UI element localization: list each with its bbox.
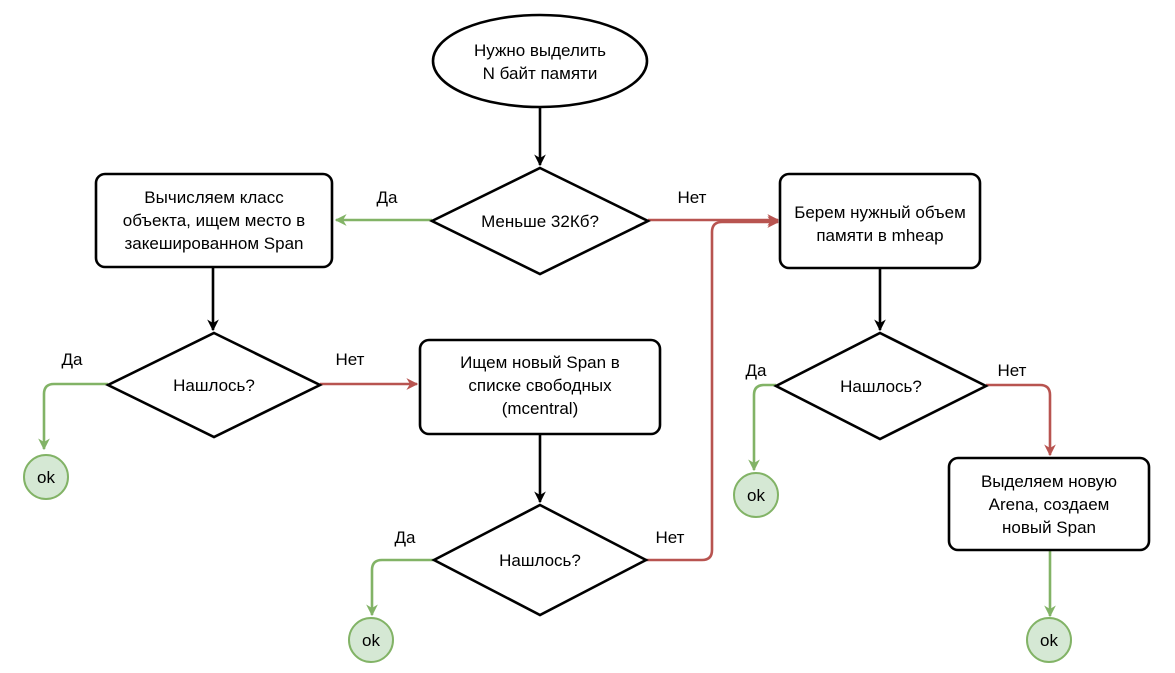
node-ok-3: ok (733, 472, 779, 518)
label-found2-yes: Да (395, 528, 417, 547)
node-ok-2: ok (348, 617, 394, 663)
node-start-line-2: N байт памяти (483, 64, 598, 83)
node-ok-4-text: ok (1040, 631, 1058, 650)
node-new-arena-line-2: Arena, создаем (989, 495, 1110, 514)
edge-found2-no (646, 216, 780, 562)
node-find-new-span: Ищем новый Span в списке свободных (mcen… (418, 338, 662, 436)
node-compute-class-line-1: Вычисляем класс (144, 188, 284, 207)
node-found2: Нашлось? (431, 503, 649, 617)
node-new-arena-line-3: новый Span (1002, 518, 1096, 537)
node-take-mheap-line-2: памяти в mheap (816, 226, 943, 245)
label-found3-no: Нет (998, 361, 1027, 380)
edge-found3-yes (748, 383, 776, 472)
label-found1-yes: Да (62, 350, 84, 369)
node-found3-text: Нашлось? (840, 377, 922, 396)
label-found3-yes: Да (746, 361, 768, 380)
node-size-check-text: Меньше 32Кб? (481, 212, 599, 231)
node-ok-1-text: ok (37, 468, 55, 487)
node-ok-3-text: ok (747, 486, 765, 505)
edge-found3-no (986, 383, 1056, 457)
edge-found1-yes (38, 382, 108, 451)
node-take-mheap-line-1: Берем нужный объем (794, 203, 966, 222)
node-ok-1: ok (23, 454, 69, 500)
node-new-arena-line-1: Выделяем новую (981, 472, 1117, 491)
node-find-new-span-line-2: списке свободных (468, 376, 612, 395)
label-found1-no: Нет (336, 350, 365, 369)
node-find-new-span-line-3: (mcentral) (502, 399, 579, 418)
label-found2-no: Нет (656, 528, 685, 547)
node-compute-class-line-2: объекта, ищем место в (123, 211, 305, 230)
label-size-check-yes: Да (377, 188, 399, 207)
node-find-new-span-line-1: Ищем новый Span в (460, 353, 620, 372)
node-ok-2-text: ok (362, 631, 380, 650)
node-ok-4: ok (1026, 617, 1072, 663)
node-start-line-1: Нужно выделить (474, 41, 606, 60)
node-compute-class-line-3: закешированном Span (124, 234, 303, 253)
node-size-check: Меньше 32Кб? (429, 166, 651, 276)
node-found1-text: Нашлось? (173, 376, 255, 395)
node-take-mheap: Берем нужный объем памяти в mheap (778, 172, 982, 270)
node-found3: Нашлось? (773, 331, 989, 441)
node-compute-class: Вычисляем класс объекта, ищем место в за… (94, 172, 334, 269)
node-found2-text: Нашлось? (499, 551, 581, 570)
label-size-check-no: Нет (678, 188, 707, 207)
node-new-arena: Выделяем новую Arena, создаем новый Span (947, 456, 1151, 552)
node-start: Нужно выделить N байт памяти (431, 13, 649, 109)
edge-found2-yes (366, 558, 434, 617)
node-found1: Нашлось? (105, 331, 323, 439)
